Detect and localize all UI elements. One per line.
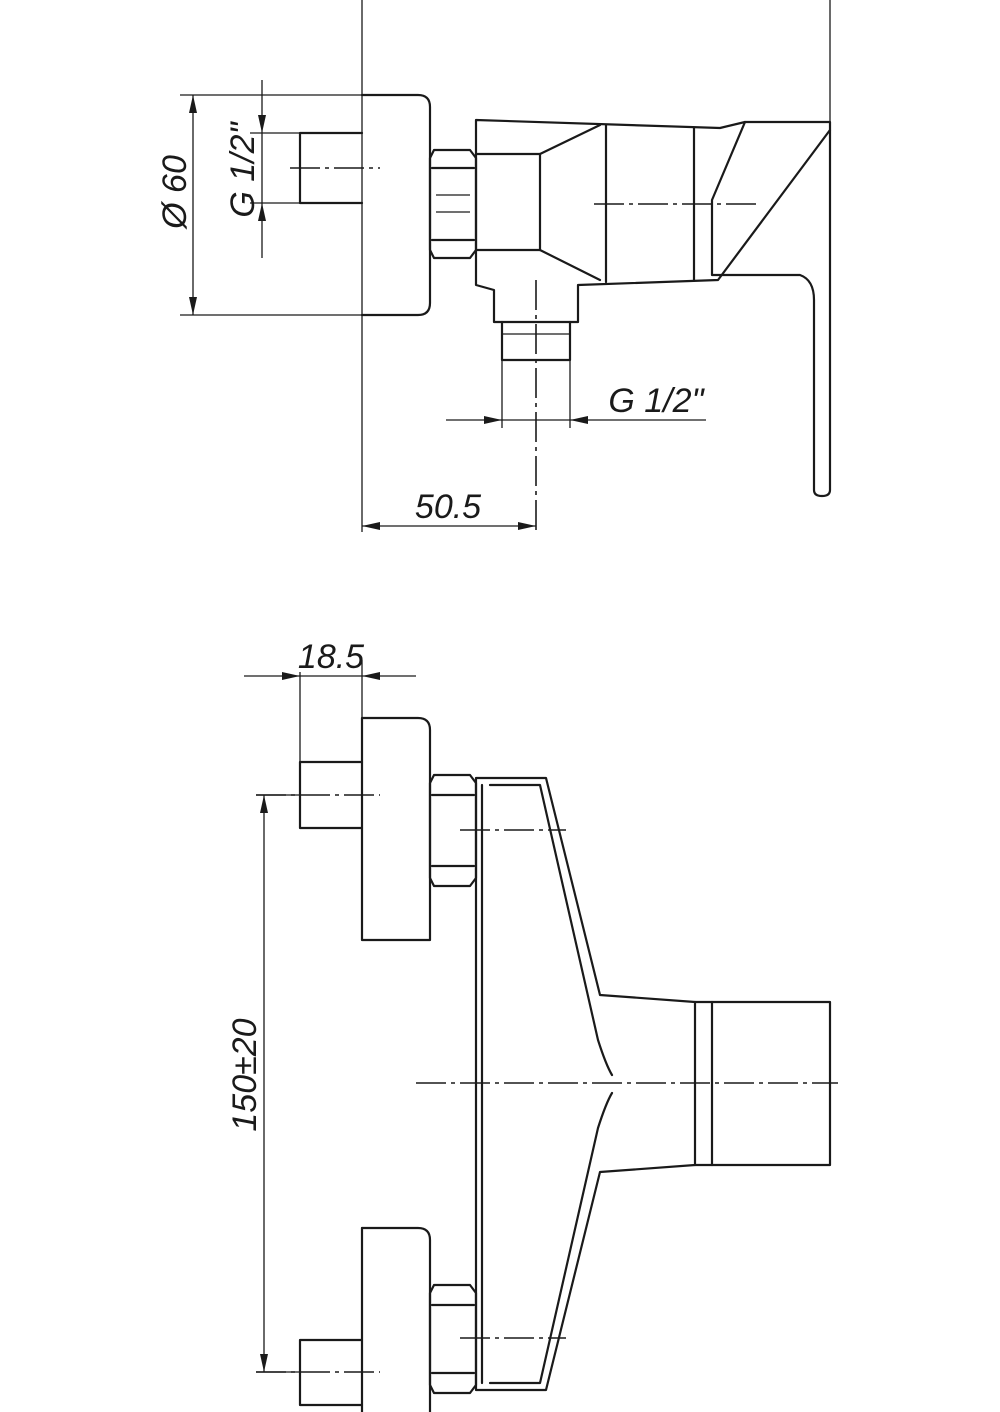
inlet-thread-label: G 1/2" — [224, 120, 262, 217]
diameter-label: Ø 60 — [156, 155, 194, 230]
lever-handle-side — [710, 120, 832, 498]
upper-nut — [428, 773, 478, 888]
mixer-body-side — [474, 118, 832, 324]
center-distance-label: 150±20 — [226, 1018, 264, 1131]
lower-nut — [428, 1283, 478, 1395]
plan-view: 18.5 150±20 — [226, 638, 838, 1412]
outlet-thread-label: G 1/2" — [608, 382, 705, 420]
side-view: Ø 60 G 1/2" G 1/2" 50.5 — [156, 0, 832, 532]
wall-flange-side — [360, 93, 432, 317]
inlet-length-dimension: 18.5 — [244, 638, 416, 762]
lower-flange — [360, 1226, 432, 1412]
projection-label: 50.5 — [415, 488, 481, 526]
upper-flange — [360, 716, 432, 942]
nut-side — [428, 148, 478, 260]
diameter-dimension: Ø 60 — [156, 94, 362, 316]
inlet-length-label: 18.5 — [298, 638, 364, 676]
mixer-body-plan — [474, 776, 697, 1392]
center-distance-dimension: 150±20 — [226, 794, 300, 1373]
outlet-thread-dimension: G 1/2" — [446, 360, 706, 428]
projection-dimension: 50.5 — [362, 488, 536, 530]
inlet-thread-dimension: G 1/2" — [224, 80, 300, 258]
